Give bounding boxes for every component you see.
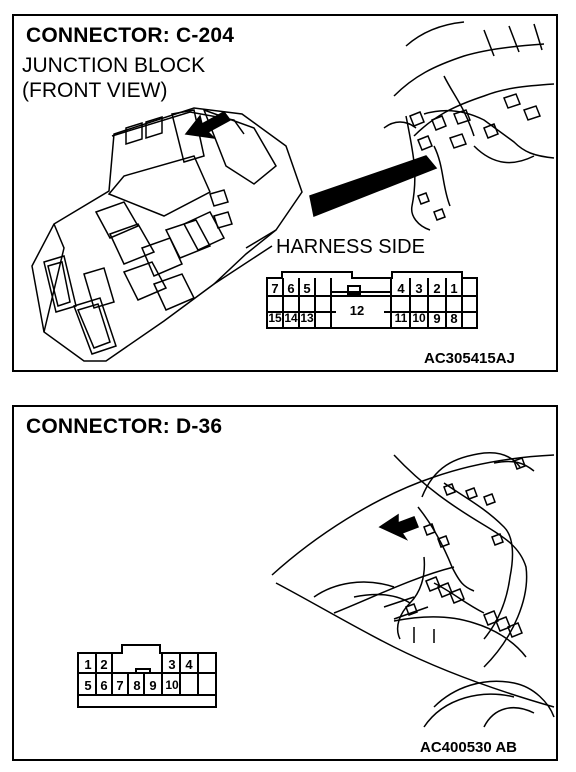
pin-label: 14 <box>284 311 298 325</box>
pin-label: 15 <box>268 311 282 325</box>
figure-code: AC305415AJ <box>424 350 515 367</box>
connector-d36-panel: CONNECTOR: D-36 1 2 3 4 5 6 7 8 9 10 AC4… <box>12 405 558 761</box>
panel-title: CONNECTOR: C-204 <box>26 24 235 47</box>
junction-block-drawing <box>31 107 303 362</box>
vehicle-harness-illustration <box>77 451 555 728</box>
pin-label-center: 12 <box>349 303 365 318</box>
panel-title: CONNECTOR: D-36 <box>26 415 223 438</box>
pin-label: 9 <box>433 311 441 326</box>
pin-label: 4 <box>185 657 193 672</box>
pin-label: 6 <box>287 281 295 296</box>
pin-label: 3 <box>168 657 176 672</box>
pin-label: 5 <box>84 678 92 693</box>
junction-block-illustration <box>31 21 555 362</box>
vehicle-dashboard-sketch <box>383 21 555 231</box>
c204-connector-face <box>266 271 478 329</box>
pin-label: 7 <box>271 281 279 296</box>
pin-label: 11 <box>394 311 408 325</box>
location-arrow-icon <box>184 111 232 140</box>
pin-label: 1 <box>84 657 92 672</box>
pin-label: 2 <box>100 657 108 672</box>
pin-label: 8 <box>450 311 458 326</box>
vehicle-body-sketch <box>271 454 555 728</box>
pin-label: 10 <box>412 311 426 325</box>
pointer-wedge-icon <box>309 155 438 218</box>
figure-code: AC400530 AB <box>420 739 517 756</box>
connector-c204-panel: CONNECTOR: C-204 JUNCTION BLOCK (FRONT V… <box>12 14 558 372</box>
pin-label: 10 <box>165 678 179 692</box>
pin-label: 13 <box>300 311 314 325</box>
panel-subtitle-line2: (FRONT VIEW) <box>22 79 168 102</box>
wiring-harness-sketch <box>353 451 527 658</box>
pin-label: 7 <box>116 678 124 693</box>
pin-label: 9 <box>149 678 157 693</box>
panel-subtitle-line1: JUNCTION BLOCK <box>22 54 206 77</box>
pin-label: 1 <box>450 281 458 296</box>
harness-side-label: HARNESS SIDE <box>276 236 425 258</box>
pin-label: 5 <box>303 281 311 296</box>
pin-label: 6 <box>100 678 108 693</box>
pin-label: 4 <box>397 281 405 296</box>
pin-label: 8 <box>133 678 141 693</box>
pin-label: 2 <box>433 281 441 296</box>
location-arrow-icon <box>378 513 419 541</box>
pin-label: 3 <box>415 281 423 296</box>
d36-connector-face <box>77 644 217 708</box>
